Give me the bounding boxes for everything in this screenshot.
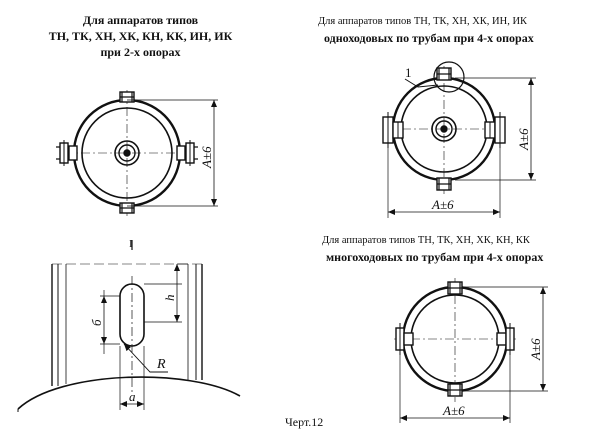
section-mark: I (129, 238, 133, 250)
caption-left: Для аппаратов типов ТН, ТК, ХН, ХК, КН, … (18, 12, 263, 60)
dim-h: h (162, 295, 177, 302)
dim-a-top-vertical: A±6 (516, 128, 531, 151)
caption-right-bottom-line2: многоходовых по трубам при 4-х опорах (326, 250, 544, 264)
detail-circle (433, 61, 465, 93)
support-lug-top (436, 67, 452, 81)
caption-right-bottom: Для аппаратов типов ТН, ТК, ХН, ХК, КН, … (322, 233, 602, 265)
view-four-supports-single-pass (382, 61, 536, 218)
dim-a-small: a (129, 389, 136, 404)
caption-right-top: Для аппаратов типов ТН, ТК, ХН, ХК, ИН, … (318, 14, 598, 46)
dim-b: б (89, 319, 104, 326)
callout-number: 1 (405, 65, 412, 80)
caption-left-line2: ТН, ТК, ХН, ХК, КН, КК, ИН, ИК (48, 29, 233, 43)
support-lug-top (119, 91, 135, 103)
support-lug-bottom (447, 383, 463, 397)
support-right (484, 112, 506, 148)
support-left (382, 112, 404, 148)
dim-a-bottom-vertical: A±6 (528, 338, 543, 361)
dim-r: R (156, 357, 166, 372)
caption-right-top-line1: Для аппаратов типов ТН, ТК, ХН, ХК, ИН, … (318, 16, 528, 27)
caption-left-line1: Для аппаратов типов (82, 13, 199, 27)
dim-a-bottom-horizontal: A±6 (442, 403, 465, 418)
support-right (496, 323, 515, 355)
caption-right-top-line2: одноходовых по трубам при 4-х опорах (324, 31, 534, 45)
detail-slot-view (17, 240, 241, 412)
support-left (56, 140, 78, 166)
support-lug-bottom (119, 202, 135, 214)
dim-a-left: A±6 (199, 146, 214, 169)
support-right (176, 140, 198, 166)
support-lug-top (447, 281, 463, 295)
view-two-supports (56, 90, 218, 216)
figure-label: Черт.12 (285, 415, 324, 429)
support-lug-bottom (436, 177, 452, 191)
dim-a-top-horizontal: A±6 (431, 197, 454, 212)
caption-left-line3: при 2-х опорах (100, 45, 181, 59)
support-left (395, 323, 414, 355)
view-four-supports-multi-pass (394, 278, 548, 423)
caption-right-bottom-line1: Для аппаратов типов ТН, ТК, ХН, ХК, КН, … (322, 235, 530, 246)
